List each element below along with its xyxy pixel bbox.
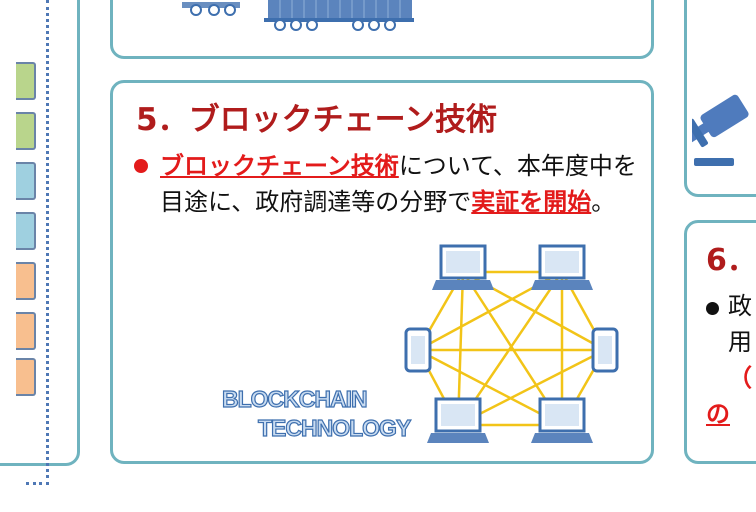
section-6-line: 用 — [728, 328, 752, 356]
dotted-frame — [26, 0, 49, 485]
section-6-title: 6． — [706, 243, 756, 278]
section-6-panel — [684, 220, 756, 464]
wheel-icon — [290, 19, 302, 31]
orange-swatch — [16, 262, 36, 300]
wheel-icon — [384, 19, 396, 31]
tablet-icon — [591, 327, 619, 373]
highlight-topic: ブロックチェーン技術 — [160, 152, 399, 180]
bullet-dot — [706, 302, 719, 315]
section-title: 5．ブロックチェーン技術 — [136, 102, 498, 138]
body-text-part: について、本年度中を目途に、政府調達等の分野で — [160, 152, 637, 216]
blockchain-network-graphic — [404, 244, 619, 443]
laptop-icon — [531, 244, 593, 290]
wheel-icon — [368, 19, 380, 31]
orange-swatch — [16, 312, 36, 350]
wheel-icon — [306, 19, 318, 31]
blue-swatch — [16, 212, 36, 250]
highlight-action: 実証を開始 — [471, 188, 592, 216]
section-6-line-red: （ — [728, 364, 752, 392]
label-line-2: TECHNOLOGY — [257, 414, 411, 441]
section-6-line-red: の — [706, 400, 730, 428]
gavel-icon — [692, 94, 749, 166]
green-swatch — [16, 62, 36, 100]
laptop-icon — [531, 397, 593, 443]
left-panel — [0, 0, 80, 466]
truck-illustration — [182, 0, 414, 31]
section-body: ブロックチェーン技術について、本年度中を目途に、政府調達等の分野で実証を開始。 — [160, 148, 640, 220]
tablet-icon — [404, 327, 432, 373]
bullet-dot — [134, 159, 148, 173]
wheel-icon — [190, 4, 202, 16]
green-swatch — [16, 112, 36, 150]
section-6-body: 政 用 （ — [728, 288, 756, 396]
wheel-icon — [208, 4, 220, 16]
section-6-line: 政 — [728, 292, 752, 320]
truck-chassis — [264, 18, 414, 22]
wheel-icon — [224, 4, 236, 16]
label-line-1: BLOCKCHAIN — [221, 385, 368, 412]
body-text-end: 。 — [591, 188, 616, 216]
wheel-icon — [352, 19, 364, 31]
wheel-icon — [274, 19, 286, 31]
laptop-icon — [427, 397, 489, 443]
laptop-icon — [432, 244, 494, 290]
orange-swatch — [16, 358, 36, 396]
blue-swatch — [16, 162, 36, 200]
